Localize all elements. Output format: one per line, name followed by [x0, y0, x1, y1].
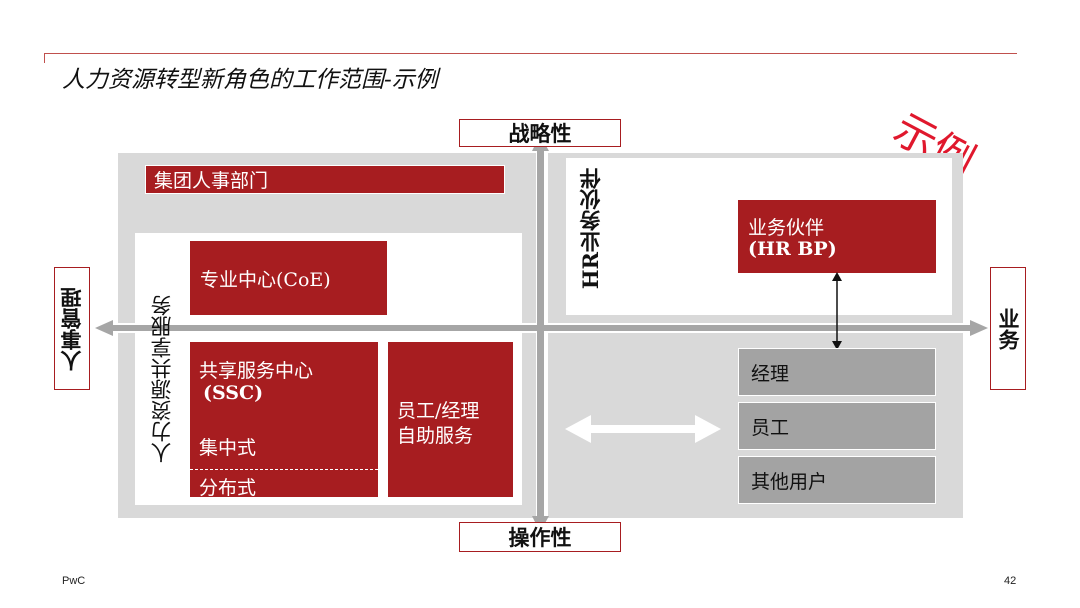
self-service-line2: 自助服务	[397, 425, 474, 447]
axis-label-hr-admin-text: 人事管理	[59, 286, 84, 371]
hr-bp-vertical-label: HR业务伙伴	[576, 168, 606, 308]
bp-users-arrow	[832, 272, 842, 350]
user-employee-label: 员工	[751, 416, 790, 439]
ssc-distributed: 分布式	[199, 477, 257, 499]
slide-title: 人力资源转型新角色的工作范围-示例	[62, 67, 438, 93]
vertical-axis-line	[537, 145, 544, 523]
header-rule-tick	[44, 53, 45, 63]
axis-label-operational: 操作性	[459, 522, 621, 552]
self-service-box	[388, 342, 513, 497]
self-service-line1: 员工/经理	[397, 400, 480, 422]
axis-label-strategic: 战略性	[459, 119, 621, 147]
coe-box: 专业中心(CoE)	[190, 241, 387, 315]
user-other-label: 其他用户	[751, 470, 828, 493]
page-number: 42	[1004, 575, 1017, 587]
ssc-abbrev: (SSC)	[203, 382, 264, 404]
user-manager-label: 经理	[751, 362, 790, 385]
footer-brand: PwC	[62, 575, 86, 587]
user-employee: 员工	[738, 402, 936, 450]
header-rule	[44, 53, 1017, 54]
axis-label-business: 业务	[990, 267, 1026, 390]
ssc-centralized: 集中式	[199, 437, 257, 459]
ssc-box	[190, 342, 378, 497]
hr-bp-line1: 业务伙伴	[748, 217, 825, 239]
group-hr-dept-label: 集团人事部门	[154, 170, 269, 192]
user-other: 其他用户	[738, 456, 936, 504]
user-manager: 经理	[738, 348, 936, 396]
group-hr-dept-bar: 集团人事部门	[145, 165, 505, 194]
hr-bp-box	[738, 200, 936, 273]
coe-label: 专业中心(CoE)	[200, 268, 331, 291]
shared-services-vertical-label: 人力资源共享服务	[147, 295, 177, 495]
ssc-title: 共享服务中心	[199, 360, 314, 382]
shared-services-vertical-text: 人力资源共享服务	[150, 295, 174, 463]
hr-bp-vertical-text: HR业务伙伴	[578, 168, 603, 290]
self-service-users-arrow	[565, 415, 721, 443]
axis-label-hr-admin: 人事管理	[54, 267, 90, 390]
ssc-divider	[190, 469, 378, 470]
vertical-axis-arrows	[532, 135, 549, 532]
hr-bp-line2: (HR BP)	[748, 238, 837, 260]
horizontal-axis-arrows	[95, 320, 988, 336]
